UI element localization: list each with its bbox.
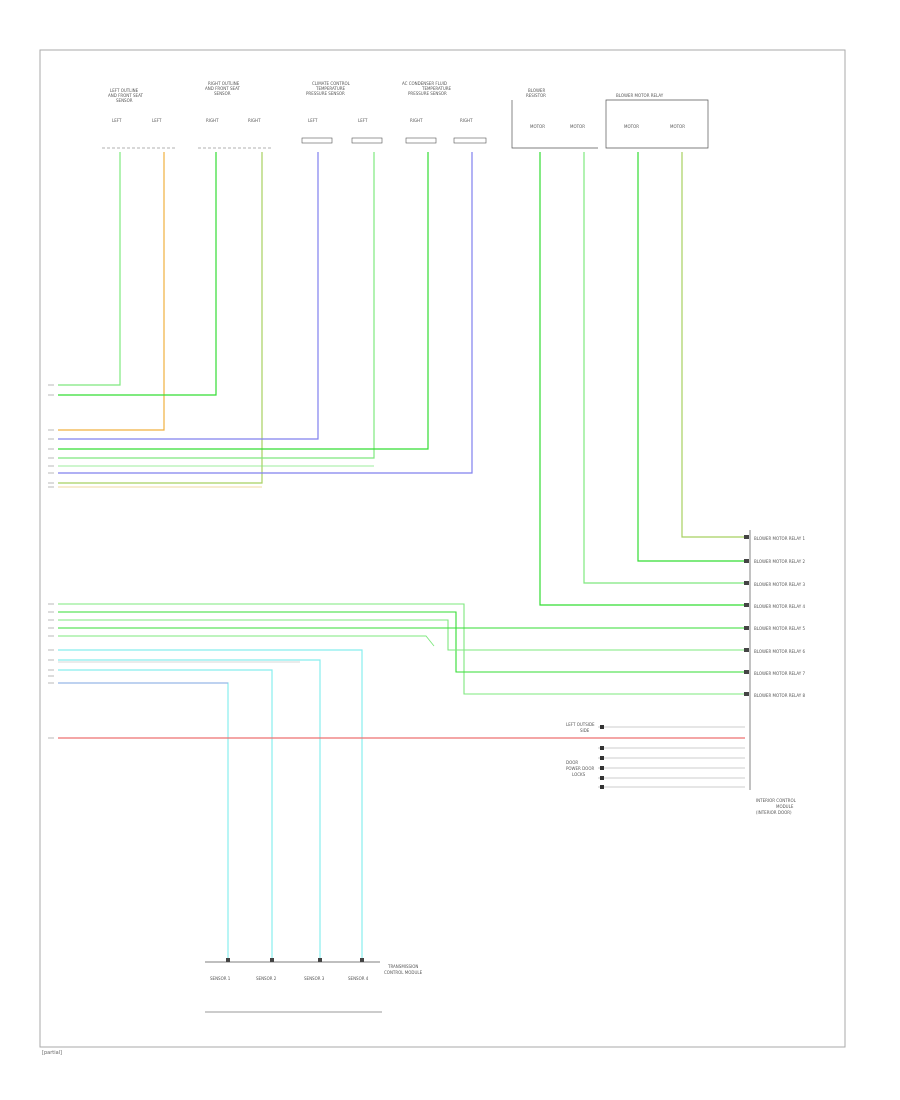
component-title: RESISTOR (526, 93, 546, 98)
pin-label: RIGHT (248, 118, 261, 123)
wire-relay-3 (583, 152, 745, 584)
wire-relay-4 (539, 152, 745, 606)
wire-lt-green-2 (58, 152, 375, 459)
module-name: INTERIOR CONTROL (756, 798, 797, 803)
wire-mid-2 (58, 611, 745, 673)
connector-box (351, 137, 383, 144)
pin-label: RIGHT (410, 118, 423, 123)
component-title: PRESSURE SENSOR (306, 91, 345, 96)
component-title: BLOWER MOTOR RELAY (616, 93, 664, 98)
right-connector-labels: BLOWER MOTOR RELAY 1 BLOWER MOTOR RELAY … (754, 536, 806, 698)
connector-box (405, 137, 437, 144)
relay-label: BLOWER MOTOR RELAY 3 (754, 582, 806, 587)
wire-cyan-3 (58, 669, 273, 960)
bottom-connector-name: CONTROL MODULE (384, 970, 423, 975)
footer-code: [partial] (42, 1050, 62, 1056)
bottom-pin-label: SENSOR 4 (348, 976, 369, 981)
left-terminals-upper (48, 384, 54, 488)
pin-label: MOTOR (670, 124, 685, 129)
relay-label: BLOWER MOTOR RELAY 2 (754, 559, 806, 564)
relay-label: BLOWER MOTOR RELAY 6 (754, 649, 806, 654)
wire-yellow-green (58, 152, 263, 484)
top-component-4: AC CONDENSER FLUID TEMPERATURE PRESSURE … (402, 81, 487, 144)
component-title: BLOWER (528, 88, 545, 93)
wire-green-1 (58, 152, 217, 396)
wire-cyan-4 (58, 682, 229, 960)
relay-label: BLOWER MOTOR RELAY 5 (754, 626, 806, 631)
wire-orange (58, 152, 165, 431)
connector-box (301, 137, 333, 144)
lower-right-rows (598, 726, 745, 788)
wire-cyan-1 (58, 649, 363, 960)
relay-label: BLOWER MOTOR RELAY 1 (754, 536, 806, 541)
component-title: LEFT OUTLINE (110, 88, 139, 93)
relay-label: BLOWER MOTOR RELAY 4 (754, 604, 806, 609)
component-title: AC CONDENSER FLUID (402, 81, 447, 86)
top-component-1: LEFT OUTLINE AND FRONT SEAT SENSOR LEFT … (102, 88, 176, 149)
component-outline (605, 99, 709, 149)
module-left-label: LEFT OUTSIDE (566, 722, 595, 727)
bottom-pin-label: SENSOR 2 (256, 976, 277, 981)
pin-label: MOTOR (624, 124, 639, 129)
top-component-2: RIGHT OUTLINE AND FRONT SEAT SENSOR RIGH… (198, 81, 272, 149)
component-title: SENSOR (214, 91, 231, 96)
component-title: TEMPERATURE (421, 86, 452, 91)
pin-label: MOTOR (570, 124, 585, 129)
module-name: MODULE (776, 804, 794, 809)
pin-label: LEFT (308, 118, 318, 123)
component-outline (511, 100, 598, 149)
module-left-label: POWER DOOR (566, 766, 594, 771)
component-title: AND FRONT SEAT (108, 93, 144, 98)
module-left-label: LOCKS (572, 772, 586, 777)
relay-label: BLOWER MOTOR RELAY 8 (754, 693, 806, 698)
module-left-label: DOOR (566, 760, 578, 765)
pin-label: LEFT (152, 118, 162, 123)
lower-right-module-name: INTERIOR CONTROL MODULE (INTERIOR DOOR) (756, 798, 797, 815)
right-connector-pins (744, 535, 749, 696)
wire-lt-green-1 (58, 152, 121, 386)
wire-green-2 (58, 152, 429, 450)
bottom-connector-name: TRANSMISSION (387, 964, 418, 969)
component-title: PRESSURE SENSOR (408, 91, 447, 96)
lower-right-left-labels: LEFT OUTSIDE SIDE DOOR POWER DOOR LOCKS (566, 722, 595, 777)
bottom-connector: SENSOR 1 SENSOR 2 SENSOR 3 SENSOR 4 TRAN… (205, 958, 423, 1013)
pin-label: RIGHT (206, 118, 219, 123)
wire-mid-3 (58, 619, 745, 651)
wire-mid-5 (58, 635, 435, 647)
wire-blue-1 (58, 152, 319, 440)
pin-label: LEFT (358, 118, 368, 123)
component-title: AND FRONT SEAT (205, 86, 241, 91)
wire-cyan-2 (58, 659, 321, 960)
page-border (39, 49, 846, 1048)
relay-label: BLOWER MOTOR RELAY 7 (754, 671, 806, 676)
pin-label: MOTOR (530, 124, 545, 129)
top-component-3: CLIMATE CONTROL TEMPERATURE PRESSURE SEN… (301, 81, 383, 144)
component-title: TEMPERATURE (315, 86, 346, 91)
bottom-pin-label: SENSOR 1 (210, 976, 231, 981)
pin-label: LEFT (112, 118, 122, 123)
top-component-5: BLOWER RESISTOR MOTOR MOTOR (511, 88, 598, 149)
top-component-6: BLOWER MOTOR RELAY MOTOR MOTOR (605, 93, 709, 149)
wire-relay-2 (637, 152, 745, 562)
wire-blue-2 (58, 152, 473, 474)
wire-relay-1 (681, 152, 745, 538)
component-title: SENSOR (116, 98, 133, 103)
left-terminals-lower (48, 603, 54, 739)
wire-mid-1 (58, 603, 745, 695)
bottom-pin-label: SENSOR 3 (304, 976, 325, 981)
component-title: CLIMATE CONTROL (312, 81, 351, 86)
module-left-label: SIDE (580, 728, 590, 733)
lower-right-pins (600, 725, 604, 789)
module-name: (INTERIOR DOOR) (756, 810, 792, 815)
pin-label: RIGHT (460, 118, 473, 123)
component-title: RIGHT OUTLINE (208, 81, 240, 86)
connector-box (453, 137, 487, 144)
